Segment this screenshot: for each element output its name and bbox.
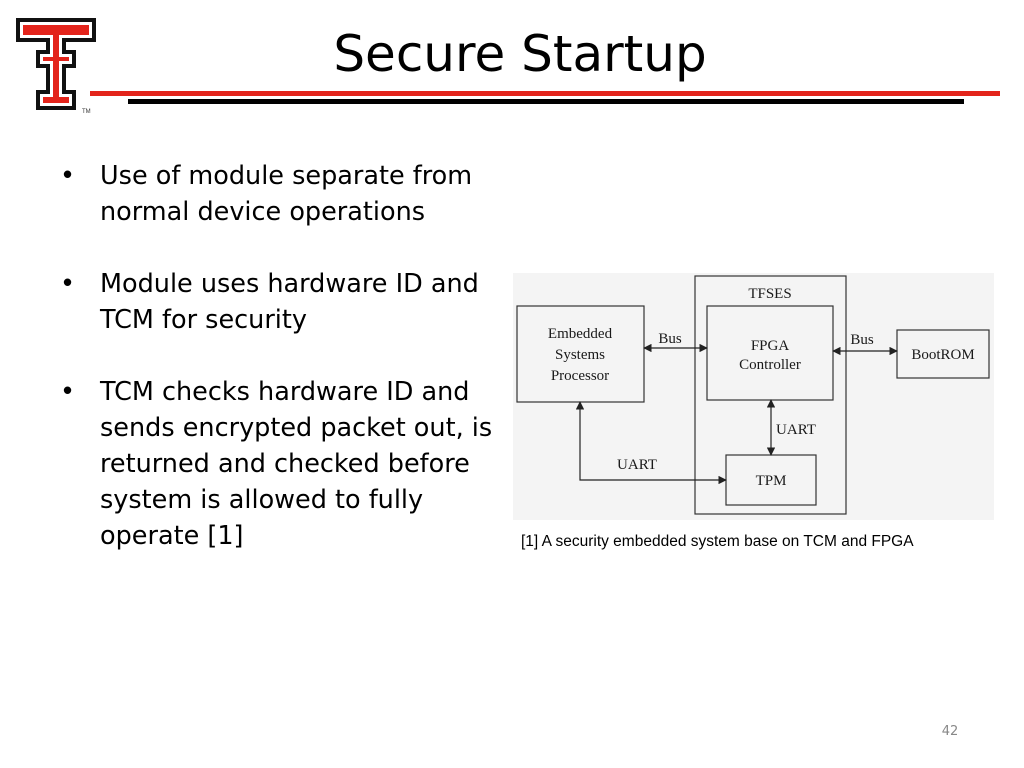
- bullet-list: • Use of module separate from normal devi…: [56, 158, 496, 590]
- bullet-item: • Use of module separate from normal devi…: [56, 158, 496, 230]
- bullet-text: Use of module separate from normal devic…: [100, 161, 473, 227]
- system-diagram: TFSES Embedded Systems Processor FPGA Co…: [513, 273, 994, 520]
- bullet-dot: •: [60, 377, 76, 407]
- bullet-item: • TCM checks hardware ID and sends encryp…: [56, 374, 496, 554]
- tfses-container: [694, 275, 847, 515]
- bullet-item: • Module uses hardware ID and TCM for sec…: [56, 266, 496, 338]
- bullet-dot: •: [60, 161, 76, 191]
- uart-label-processor-tpm: UART: [617, 457, 657, 473]
- double-t-logo: TM: [16, 18, 96, 114]
- logo-trademark: TM: [82, 109, 91, 114]
- processor-label-line3: Processor: [551, 368, 609, 384]
- fpga-label-line2: Controller: [739, 357, 801, 373]
- diagram-caption: [1] A security embedded system base on T…: [521, 533, 914, 550]
- bullet-dot: •: [60, 269, 76, 299]
- bullet-text: Module uses hardware ID and TCM for secu…: [100, 269, 479, 335]
- header-black-rule: [128, 99, 964, 104]
- uart-arrow-processor-tpm: [575, 401, 727, 485]
- processor-label-line1: Embedded: [548, 326, 613, 342]
- diagram-background: [513, 273, 994, 520]
- processor-label-line2: Systems: [555, 347, 605, 363]
- header-red-rule: [90, 91, 1000, 96]
- logo-fill: [23, 25, 89, 103]
- tpm-label: TPM: [756, 473, 787, 489]
- slide-title: Secure Startup: [333, 25, 707, 83]
- fpga-label-line1: FPGA: [751, 338, 790, 354]
- bullet-text: TCM checks hardware ID and sends encrypt…: [100, 377, 493, 551]
- bus-label-left: Bus: [658, 331, 682, 347]
- bootrom-label: BootROM: [911, 347, 974, 363]
- page-number: 42: [941, 724, 959, 739]
- uart-label-fpga-tpm: UART: [776, 422, 816, 438]
- bus-label-right: Bus: [850, 332, 874, 348]
- tfses-label: TFSES: [748, 286, 791, 302]
